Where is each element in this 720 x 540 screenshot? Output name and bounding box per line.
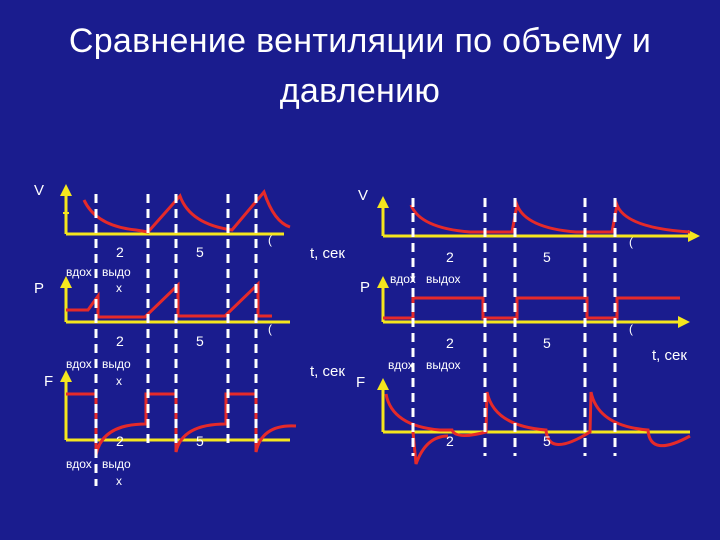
right-f-dip-1 [411, 431, 449, 465]
right-v-inhale: вдох [390, 272, 416, 286]
left-v-num-5: 5 [196, 244, 204, 260]
right-v-y-arrow [377, 196, 389, 208]
right-v-label: V [358, 187, 368, 204]
left-v-exhale: выдо [102, 265, 131, 279]
left-v-exhale-x: х [116, 281, 122, 295]
right-v-num-5: 5 [543, 249, 551, 265]
left-v-inhale: вдох [66, 265, 92, 279]
left-cycle-markers [94, 194, 258, 486]
left-p-inhale: вдох [66, 357, 92, 371]
right-p-curve [383, 296, 680, 320]
right-p-inhale: вдох [388, 358, 414, 372]
left-panel: V 2 5 ( вдох выдо х P 2 5 ( вдох выдо х [34, 182, 297, 488]
left-v-curve [82, 188, 291, 234]
left-f-inhale: вдох [66, 457, 92, 471]
right-cycle-markers [411, 198, 617, 456]
right-t-label-3: t, сек [310, 363, 345, 380]
left-f-exhale: выдо [102, 457, 131, 471]
right-f-curve [384, 391, 691, 447]
right-p-paren: ( [629, 322, 633, 336]
right-v-paren: ( [629, 235, 633, 249]
right-p-num-5: 5 [543, 335, 551, 351]
left-f-num-5: 5 [196, 433, 204, 449]
left-v-paren: ( [268, 233, 272, 247]
right-p-num-2: 2 [446, 335, 454, 351]
left-v-y-arrow [60, 184, 72, 196]
slide-title-line-2: давлению [279, 72, 441, 110]
left-v-num-2: 2 [116, 244, 124, 260]
right-v-curve [409, 199, 691, 234]
right-p-label: P [360, 279, 370, 296]
right-f-num-5: 5 [543, 433, 551, 449]
left-p-y-arrow [60, 276, 72, 288]
left-f-num-2: 2 [116, 433, 124, 449]
right-f-label: F [356, 374, 365, 391]
right-p-y-arrow [377, 276, 389, 288]
left-f-curve [66, 392, 297, 456]
right-v-exhale: выдох [426, 272, 461, 286]
right-t-label-2: t, сек [652, 347, 687, 364]
right-v-num-2: 2 [446, 249, 454, 265]
left-f-y-arrow [60, 370, 72, 382]
left-p-num-5: 5 [196, 333, 204, 349]
left-p-paren: ( [268, 322, 272, 336]
right-p-x-arrow [678, 316, 690, 328]
left-p-exhale: выдо [102, 357, 131, 371]
right-f-num-2: 2 [446, 433, 454, 449]
left-p-num-2: 2 [116, 333, 124, 349]
left-p-label: P [34, 280, 44, 297]
left-v-label: V [34, 182, 44, 199]
left-p-exhale-x: х [116, 374, 122, 388]
left-f-label: F [44, 373, 53, 390]
right-v-x-arrow [688, 230, 700, 242]
left-f-exhale-x: х [116, 474, 122, 488]
right-panel: V t, сек 2 5 ( вдох выдох P 2 5 ( t, сек… [310, 187, 700, 465]
right-t-label-1: t, сек [310, 245, 345, 262]
right-f-y-arrow [377, 378, 389, 390]
slide-title-line-1: Сравнение вентиляции по объему и [68, 22, 652, 60]
right-p-exhale: выдох [426, 358, 461, 372]
